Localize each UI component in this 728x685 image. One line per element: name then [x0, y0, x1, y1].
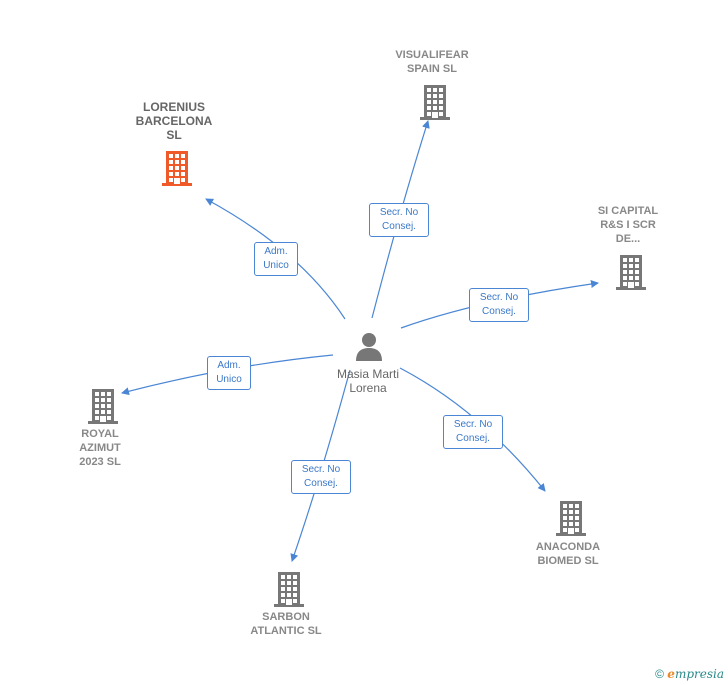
building-icon-lorenius[interactable] — [160, 150, 194, 191]
company-label-sarbon[interactable]: SARBON ATLANTIC SL — [250, 611, 322, 637]
edge-label-lorenius[interactable]: Adm. Unico — [254, 242, 298, 276]
edge-label-visualifear[interactable]: Secr. No Consej. — [369, 203, 429, 237]
company-label-anaconda[interactable]: ANACONDA BIOMED SL — [535, 541, 601, 567]
copyright-symbol: © — [655, 667, 664, 681]
edge-label-royal[interactable]: Adm. Unico — [207, 356, 251, 390]
brand-name: mpresia — [674, 667, 724, 681]
building-icon-anaconda[interactable] — [554, 500, 588, 541]
person-icon[interactable] — [354, 331, 384, 366]
company-label-royal[interactable]: ROYAL AZIMUT 2023 SL — [79, 428, 121, 468]
building-icon-visualifear[interactable] — [418, 84, 452, 125]
building-icon-sarbon[interactable] — [272, 571, 306, 612]
empresia-watermark: © empresia — [655, 667, 724, 681]
building-icon-royal[interactable] — [86, 388, 120, 429]
company-label-lorenius[interactable]: LORENIUS BARCELONA SL — [135, 100, 213, 142]
edge-label-sarbon[interactable]: Secr. No Consej. — [291, 460, 351, 494]
center-person-label[interactable]: Masia Marti Lorena — [336, 367, 399, 395]
company-label-visualifear[interactable]: VISUALIFEAR SPAIN SL — [395, 49, 469, 75]
edge-label-sicapital[interactable]: Secr. No Consej. — [469, 288, 529, 322]
building-icon-sicapital[interactable] — [614, 254, 648, 295]
edge-label-anaconda[interactable]: Secr. No Consej. — [443, 415, 503, 449]
company-label-sicapital[interactable]: SI CAPITAL R&S I SCR DE... — [597, 205, 659, 245]
brand-initial: e — [667, 667, 675, 681]
